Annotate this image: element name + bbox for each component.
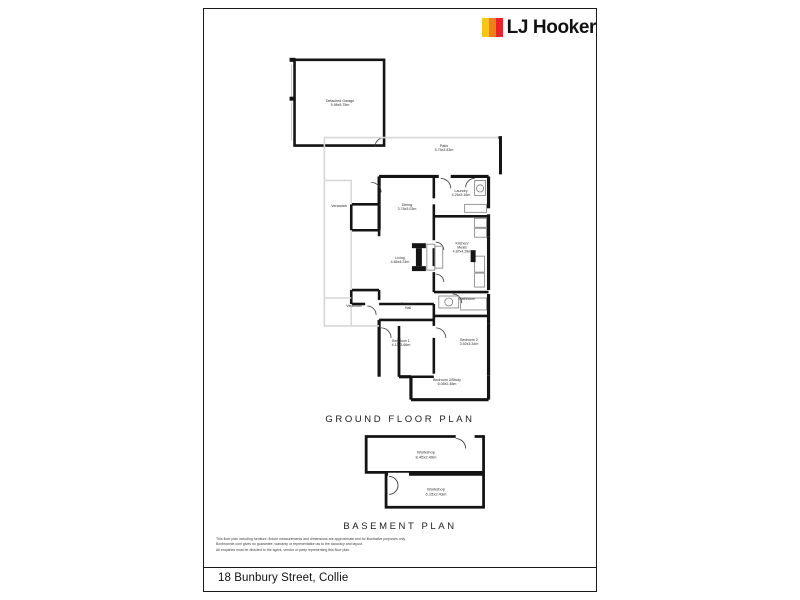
disclaimer-line-3: All enquiries must be directed to the ag… — [216, 547, 351, 552]
disclaimer-line-2: Boxbrownie.com gives no guarantee, warra… — [216, 542, 363, 547]
logo-wordmark: LJ Hooker — [506, 16, 597, 38]
garage-walls — [293, 58, 386, 147]
room-label-bedroom-1: Bedroom 1 4.15x3.66m — [391, 338, 411, 347]
lj-hooker-logo: LJ Hooker — [481, 14, 597, 40]
footer-divider — [204, 567, 596, 568]
basement-plan-title: BASEMENT PLAN — [343, 521, 457, 532]
kitchen-appliance — [470, 250, 476, 263]
room-label-verandah-lower: Verandah — [346, 303, 362, 308]
basement-door-swings — [389, 438, 467, 495]
basement-svg — [364, 434, 485, 509]
room-label-verandah-upper: Verandah — [331, 203, 347, 208]
room-label-kitchen-meals: Kitchen/ Meals 4.87x4.28m — [452, 241, 472, 255]
house-interior-walls — [349, 176, 489, 379]
basement-workshop-1-walls — [364, 435, 485, 474]
house-outer-walls — [377, 174, 491, 402]
ground-floor-plan-title: GROUND FLOOR PLAN — [325, 414, 475, 425]
room-label-workshop-2: Workshop 6.15x2.43m — [425, 486, 447, 496]
floor-plan-page: LJ Hooker — [203, 8, 597, 592]
room-label-workshop-1: Workshop 8.45x2.49m — [415, 449, 437, 459]
disclaimer-text: This floor plan including furniture, fix… — [216, 537, 516, 553]
room-label-bedroom-2: Bedroom 2 3.92x3.34m — [459, 337, 479, 346]
ground-floor-drawing — [204, 9, 596, 591]
basement-drawing — [204, 9, 596, 591]
room-label-bathroom: Bathroom — [459, 296, 475, 301]
room-label-detached-garage: Detached Garage 5.98x5.75m — [325, 98, 355, 107]
property-address: 18 Bunbury Street, Collie — [218, 572, 349, 584]
room-label-bedroom-3-study: Bedroom 3/Study 6.08x2.48m — [433, 377, 461, 386]
room-label-living: Living 4.85x4.24m — [390, 255, 410, 264]
room-label-entrance-hall: Entrance Hall — [400, 301, 416, 310]
ground-floor-svg — [289, 57, 502, 402]
room-label-patio: Patio 5.75x3.83m — [434, 143, 454, 152]
door-swings — [367, 178, 475, 338]
living-furniture-outline — [426, 243, 436, 271]
basement-workshop-2-walls — [384, 473, 485, 509]
garage-jambs — [289, 57, 296, 101]
living-furniture — [411, 243, 426, 272]
patio-thick-edge — [498, 136, 502, 175]
disclaimer-line-1: This floor plan including furniture, fix… — [216, 537, 406, 541]
verandah-outline — [323, 179, 380, 327]
room-label-dining: Dining 3.76x3.03m — [397, 202, 417, 211]
room-label-laundry: Laundry 4.25x3.16m — [451, 188, 471, 197]
logo-bars-icon — [481, 17, 503, 37]
